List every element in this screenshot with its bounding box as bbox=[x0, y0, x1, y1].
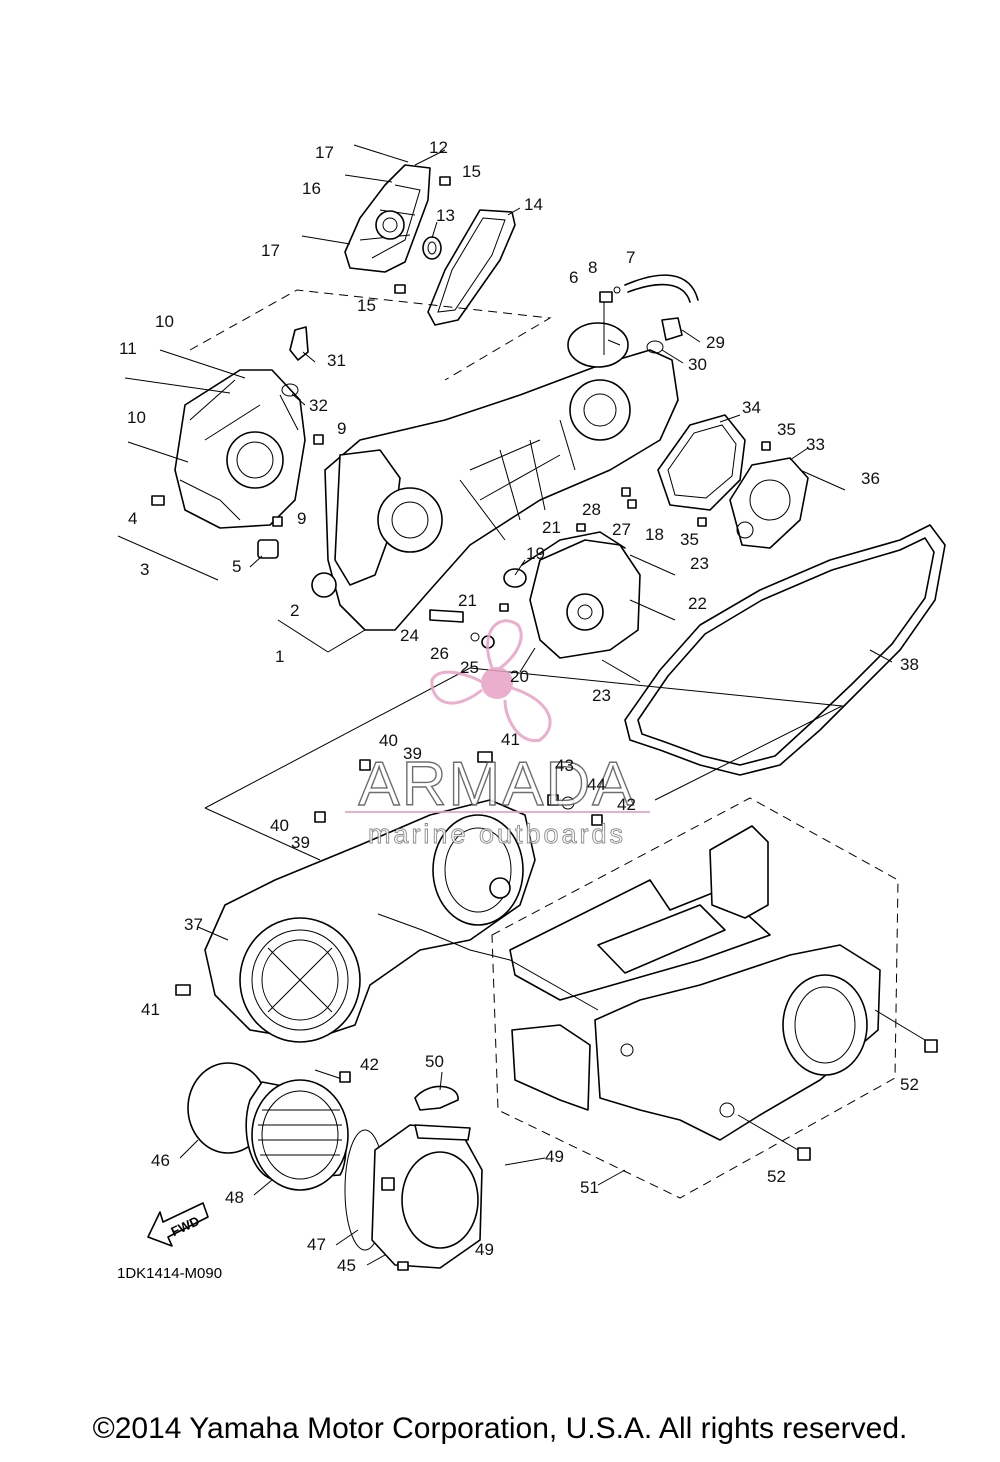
callout-9b: 9 bbox=[297, 509, 306, 528]
forward-arrow-icon: FWD bbox=[147, 1202, 209, 1247]
callout-46: 46 bbox=[151, 1151, 170, 1170]
watermark-brand: ARMADA bbox=[358, 750, 635, 819]
callout-24: 24 bbox=[400, 626, 419, 645]
propeller-logo-icon bbox=[430, 619, 552, 743]
callout-42b: 42 bbox=[360, 1055, 379, 1074]
callout-37: 37 bbox=[184, 915, 203, 934]
callout-23b: 23 bbox=[592, 686, 611, 705]
callout-39a: 39 bbox=[403, 744, 422, 763]
callout-26: 26 bbox=[430, 644, 449, 663]
crankcase-gasket bbox=[624, 524, 946, 776]
air-filter-assembly bbox=[187, 1062, 546, 1271]
callout-32: 32 bbox=[309, 396, 328, 415]
callout-28: 28 bbox=[582, 500, 601, 519]
bearing-cover-assembly bbox=[301, 144, 516, 326]
callout-52b: 52 bbox=[767, 1167, 786, 1186]
watermark-tagline: marine outboards bbox=[368, 819, 626, 849]
callout-42a: 42 bbox=[617, 795, 636, 814]
callout-15a: 15 bbox=[462, 162, 481, 181]
callout-33: 33 bbox=[806, 435, 825, 454]
watermark: ARMADA marine outboards bbox=[345, 619, 650, 849]
callout-36: 36 bbox=[861, 469, 880, 488]
callout-29: 29 bbox=[706, 333, 725, 352]
callout-2: 2 bbox=[290, 601, 299, 620]
callout-31: 31 bbox=[327, 351, 346, 370]
callout-18: 18 bbox=[645, 525, 664, 544]
callout-52a: 52 bbox=[900, 1075, 919, 1094]
callout-10a: 10 bbox=[155, 312, 174, 331]
callout-51: 51 bbox=[580, 1178, 599, 1197]
callout-15b: 15 bbox=[357, 296, 376, 315]
callout-23a: 23 bbox=[690, 554, 709, 573]
callout-40a: 40 bbox=[379, 731, 398, 750]
callout-16: 16 bbox=[302, 179, 321, 198]
callout-41a: 41 bbox=[501, 730, 520, 749]
callout-7: 7 bbox=[626, 248, 635, 267]
callout-5: 5 bbox=[232, 557, 241, 576]
callout-34: 34 bbox=[742, 398, 761, 417]
intake-silencer bbox=[377, 797, 938, 1199]
callout-48: 48 bbox=[225, 1188, 244, 1207]
callout-1: 1 bbox=[275, 647, 284, 666]
callout-13: 13 bbox=[436, 206, 455, 225]
callout-17b: 17 bbox=[261, 241, 280, 260]
callout-17a: 17 bbox=[315, 143, 334, 162]
callout-20: 20 bbox=[510, 667, 529, 686]
crankcase-cover-left bbox=[124, 349, 324, 559]
callout-40b: 40 bbox=[270, 816, 289, 835]
callout-39b: 39 bbox=[291, 833, 310, 852]
callout-4: 4 bbox=[128, 509, 137, 528]
callout-9a: 9 bbox=[337, 419, 346, 438]
callout-6: 6 bbox=[569, 268, 578, 287]
callout-22: 22 bbox=[688, 594, 707, 613]
callout-11: 11 bbox=[119, 339, 137, 358]
callout-21b: 21 bbox=[458, 591, 477, 610]
callout-19: 19 bbox=[526, 544, 545, 563]
gear-cover bbox=[657, 414, 846, 549]
callout-49a: 49 bbox=[545, 1147, 564, 1166]
callout-21a: 21 bbox=[542, 518, 561, 537]
callout-41b: 41 bbox=[141, 1000, 160, 1019]
crankcase-main bbox=[311, 322, 679, 649]
callout-43: 43 bbox=[555, 756, 574, 775]
callout-10b: 10 bbox=[127, 408, 146, 427]
transmission-cover bbox=[499, 523, 676, 683]
callout-3: 3 bbox=[140, 560, 149, 579]
callout-leaders bbox=[179, 149, 893, 1266]
diagram-code: 1DK1414-M090 bbox=[117, 1265, 222, 1282]
callout-12: 12 bbox=[429, 138, 448, 157]
callout-labels: 1 2 3 4 5 6 7 8 9 9 10 10 11 12 13 14 15… bbox=[119, 138, 919, 1275]
callout-14: 14 bbox=[524, 195, 543, 214]
callout-50: 50 bbox=[425, 1052, 444, 1071]
callout-45: 45 bbox=[337, 1256, 356, 1275]
callout-38: 38 bbox=[900, 655, 919, 674]
callout-44: 44 bbox=[587, 775, 606, 794]
callout-8: 8 bbox=[588, 258, 597, 277]
belt-case-cover bbox=[175, 799, 536, 1043]
callout-30: 30 bbox=[688, 355, 707, 374]
callout-25: 25 bbox=[460, 658, 479, 677]
callout-35b: 35 bbox=[680, 530, 699, 549]
callout-47: 47 bbox=[307, 1235, 326, 1254]
callout-35a: 35 bbox=[777, 420, 796, 439]
callout-27: 27 bbox=[612, 520, 631, 539]
copyright-notice: ©2014 Yamaha Motor Corporation, U.S.A. A… bbox=[92, 1412, 908, 1445]
callout-49b: 49 bbox=[475, 1240, 494, 1259]
